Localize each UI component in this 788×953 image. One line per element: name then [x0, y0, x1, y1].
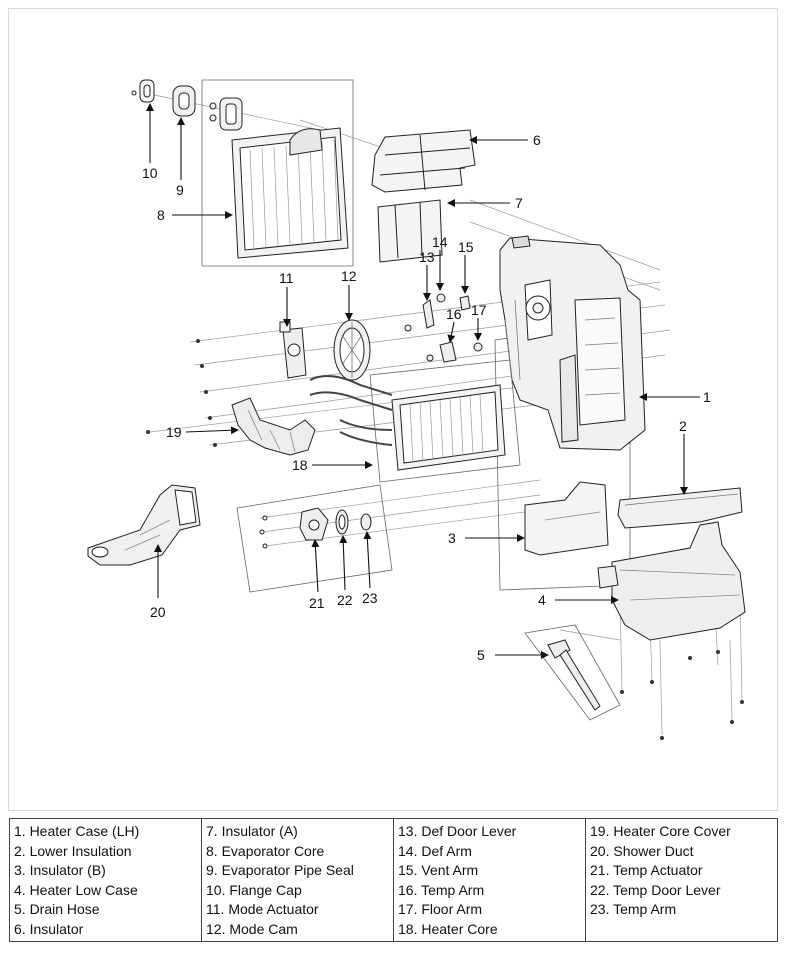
legend-item: 10. Flange Cap: [206, 881, 302, 898]
legend-item: 5. Drain Hose: [14, 901, 100, 917]
legend-item: 14. Def Arm: [398, 842, 472, 859]
callout-19: 19: [166, 424, 182, 440]
callout-15: 15: [458, 239, 474, 255]
heater-case-part: [499, 235, 646, 451]
callout-22: 22: [337, 592, 353, 608]
legend-item: 8. Evaporator Core: [206, 842, 325, 859]
legend-column-4: 19. Heater Core Cover 20. Shower Duct 21…: [585, 818, 778, 942]
legend-item: 1. Heater Case (LH): [14, 823, 140, 839]
legend-item: 15. Vent Arm: [398, 862, 479, 878]
legend-item: 21. Temp Actuator: [590, 862, 703, 878]
lower-insulation-part: [617, 487, 743, 529]
legend-item: 13. Def Door Lever: [398, 823, 517, 839]
callout-14: 14: [432, 234, 448, 250]
legend-column-1: 1. Heater Case (LH) 2. Lower Insulation …: [9, 818, 202, 942]
legend-item: 9. Evaporator Pipe Seal: [206, 862, 354, 878]
legend-column-3: 13. Def Door Lever 14. Def Arm 15. Vent …: [393, 818, 586, 942]
mode-cam-part: [333, 319, 371, 381]
heater-core-cover-part: [231, 397, 316, 456]
insulator-part: [371, 129, 476, 193]
callout-11: 11: [279, 270, 294, 286]
legend-item: 3. Insulator (B): [14, 862, 106, 878]
heater-low-case-part: [597, 521, 746, 641]
legend-item: 4. Heater Low Case: [14, 881, 138, 898]
legend-item: 20. Shower Duct: [590, 842, 694, 859]
legend-item: 12. Mode Cam: [206, 920, 298, 937]
callout-5: 5: [477, 647, 485, 663]
legend-item: 17. Floor Arm: [398, 901, 483, 917]
heater-core-group-box: [369, 359, 521, 483]
callout-6: 6: [533, 132, 541, 148]
callout-12: 12: [341, 268, 357, 284]
legend-item: 2. Lower Insulation: [14, 842, 132, 859]
insulator-a-part: [377, 199, 443, 263]
legend-item: 19. Heater Core Cover: [590, 823, 731, 839]
legend-item: 22. Temp Door Lever: [590, 881, 721, 898]
diagram-frame: [8, 8, 778, 811]
leader-arrows: [146, 103, 700, 659]
callout-1: 1: [703, 389, 711, 405]
callout-4: 4: [538, 592, 546, 608]
callout-20: 20: [150, 604, 166, 620]
legend-column-2: 7. Insulator (A) 8. Evaporator Core 9. E…: [201, 818, 394, 942]
callout-8: 8: [157, 207, 165, 223]
mode-actuator-part: [279, 321, 307, 379]
legend-item: 6. Insulator: [14, 920, 84, 937]
callout-labels: 1 2 3 4 5 6 7 8 9 10 11 12 13 14 15 16 1…: [142, 132, 711, 663]
callout-17: 17: [471, 302, 487, 318]
callout-18: 18: [292, 457, 308, 473]
evaporator-group-box: [201, 79, 354, 267]
temp-actuator-group-box: [236, 484, 393, 593]
callout-10: 10: [142, 165, 158, 181]
shower-duct-part: [87, 484, 201, 566]
callout-21: 21: [309, 595, 325, 611]
callout-23: 23: [362, 590, 378, 606]
exploded-diagram: 1 2 3 4 5 6 7 8 9 10 11 12 13 14 15 16 1…: [87, 79, 746, 740]
evaporator-core-part: [219, 97, 349, 259]
legend-item: 23. Temp Arm: [590, 901, 677, 917]
parts-legend-table: 1. Heater Case (LH) 2. Lower Insulation …: [9, 818, 778, 942]
legend-item: 7. Insulator (A): [206, 823, 298, 839]
pipe-seal-part: [172, 85, 217, 122]
bolts: [146, 339, 744, 740]
legend-row: 1. Heater Case (LH) 2. Lower Insulation …: [9, 818, 778, 942]
callout-9: 9: [176, 182, 184, 198]
callout-16: 16: [446, 306, 462, 322]
flange-cap-part: [131, 79, 155, 103]
insulator-b-part: [524, 481, 609, 556]
drain-group-box: [524, 624, 621, 721]
callout-3: 3: [448, 530, 456, 546]
legend-item: 11. Mode Actuator: [206, 901, 319, 917]
callout-2: 2: [679, 418, 687, 434]
temp-actuator-parts: [259, 507, 372, 549]
callout-7: 7: [515, 195, 523, 211]
legend-item: 16. Temp Arm: [398, 881, 485, 898]
levers-parts: [404, 293, 483, 363]
drain-hose-part: [547, 639, 601, 711]
heater-core-part: [309, 375, 506, 471]
legend-item: 18. Heater Core: [398, 920, 498, 937]
callout-13: 13: [419, 249, 435, 265]
